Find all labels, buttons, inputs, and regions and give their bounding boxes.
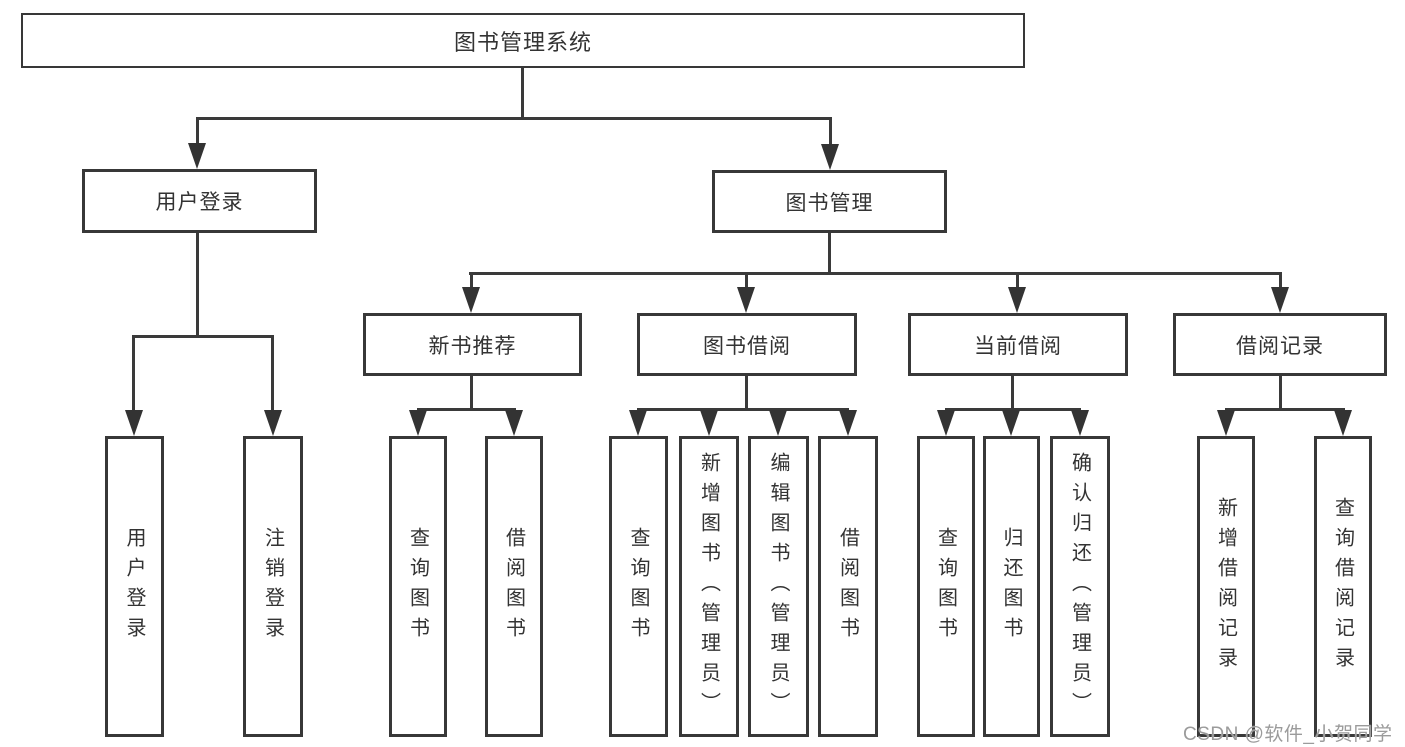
- arrow-down-icon: [737, 287, 755, 313]
- node-logout: 注销登录: [243, 436, 303, 737]
- node-label: 图书管理系统: [453, 29, 592, 55]
- connector-line: [196, 117, 832, 120]
- node-user-login: 用户登录: [82, 169, 317, 233]
- node-label: 当前借阅: [974, 334, 1062, 358]
- connector-line: [1279, 272, 1282, 290]
- arrow-down-icon: [1071, 410, 1089, 436]
- connector-line: [829, 117, 832, 147]
- connector-line: [637, 408, 849, 411]
- arrow-down-icon: [1002, 410, 1020, 436]
- connector-line: [271, 335, 274, 412]
- node-label: 新增借阅记录: [1214, 496, 1237, 677]
- connector-line: [1016, 272, 1019, 290]
- node-add-borrow-record: 新增借阅记录: [1197, 436, 1255, 737]
- arrow-down-icon: [629, 410, 647, 436]
- node-label: 确认归还（管理员）: [1068, 451, 1091, 722]
- node-query-books-recommend: 查询图书: [389, 436, 447, 737]
- node-add-books-admin: 新增图书（管理员）: [679, 436, 739, 737]
- arrow-down-icon: [1217, 410, 1235, 436]
- node-borrow-books: 借阅图书: [818, 436, 878, 737]
- node-query-books-borrowing: 查询图书: [609, 436, 668, 737]
- node-query-borrow-record: 查询借阅记录: [1314, 436, 1372, 737]
- node-label: 图书管理: [785, 191, 874, 215]
- arrow-down-icon: [821, 144, 839, 170]
- arrow-down-icon: [125, 410, 143, 436]
- connector-line: [469, 272, 1281, 275]
- arrow-down-icon: [1334, 410, 1352, 436]
- connector-line: [417, 408, 516, 411]
- arrow-down-icon: [839, 410, 857, 436]
- node-confirm-return-admin: 确认归还（管理员）: [1050, 436, 1110, 737]
- node-label: 新增图书（管理员）: [697, 451, 720, 722]
- arrow-down-icon: [769, 410, 787, 436]
- connector-line: [1225, 408, 1345, 411]
- node-label: 编辑图书（管理员）: [767, 451, 789, 722]
- node-label: 查询借阅记录: [1331, 496, 1354, 677]
- connector-line: [745, 272, 748, 290]
- node-user-login-leaf: 用户登录: [105, 436, 164, 737]
- arrow-down-icon: [409, 410, 427, 436]
- node-current-borrowing: 当前借阅: [908, 313, 1128, 376]
- node-return-books: 归还图书: [983, 436, 1040, 737]
- connector-line: [196, 117, 199, 147]
- arrow-down-icon: [1271, 287, 1289, 313]
- arrow-down-icon: [1008, 287, 1026, 313]
- node-label: 注销登录: [261, 526, 284, 647]
- arrow-down-icon: [505, 410, 523, 436]
- node-label: 图书借阅: [703, 334, 791, 358]
- connector-line: [828, 233, 831, 274]
- node-label: 查询图书: [627, 526, 649, 647]
- arrow-down-icon: [700, 410, 718, 436]
- connector-line: [132, 335, 274, 338]
- connector-line: [132, 335, 135, 412]
- connector-line: [521, 68, 524, 120]
- connector-line: [196, 233, 199, 337]
- node-label: 查询图书: [406, 526, 429, 647]
- connector-line: [1011, 376, 1014, 410]
- node-label: 借阅图书: [836, 526, 859, 647]
- node-edit-books-admin: 编辑图书（管理员）: [748, 436, 809, 737]
- node-new-book-recommendation: 新书推荐: [363, 313, 582, 376]
- node-label: 用户登录: [155, 191, 244, 214]
- node-library-management-system: 图书管理系统: [21, 13, 1025, 68]
- node-label: 用户登录: [123, 526, 145, 647]
- connector-line: [470, 376, 473, 410]
- connector-line: [745, 376, 748, 410]
- arrow-down-icon: [937, 410, 955, 436]
- node-borrowing-records: 借阅记录: [1173, 313, 1387, 376]
- arrow-down-icon: [462, 287, 480, 313]
- node-label: 归还图书: [1000, 526, 1022, 647]
- arrow-down-icon: [264, 410, 282, 436]
- csdn-watermark: CSDN @软件_小贺同学: [1183, 724, 1393, 745]
- connector-line: [470, 272, 473, 290]
- node-label: 新书推荐: [428, 334, 517, 358]
- node-book-management: 图书管理: [712, 170, 947, 233]
- node-label: 查询图书: [934, 526, 957, 647]
- node-label: 借阅记录: [1236, 334, 1324, 358]
- node-borrow-books-recommend: 借阅图书: [485, 436, 543, 737]
- node-query-books-current: 查询图书: [917, 436, 975, 737]
- node-book-borrowing: 图书借阅: [637, 313, 857, 376]
- connector-line: [945, 408, 1081, 411]
- connector-line: [1279, 376, 1282, 410]
- arrow-down-icon: [188, 143, 206, 169]
- node-label: 借阅图书: [502, 526, 525, 647]
